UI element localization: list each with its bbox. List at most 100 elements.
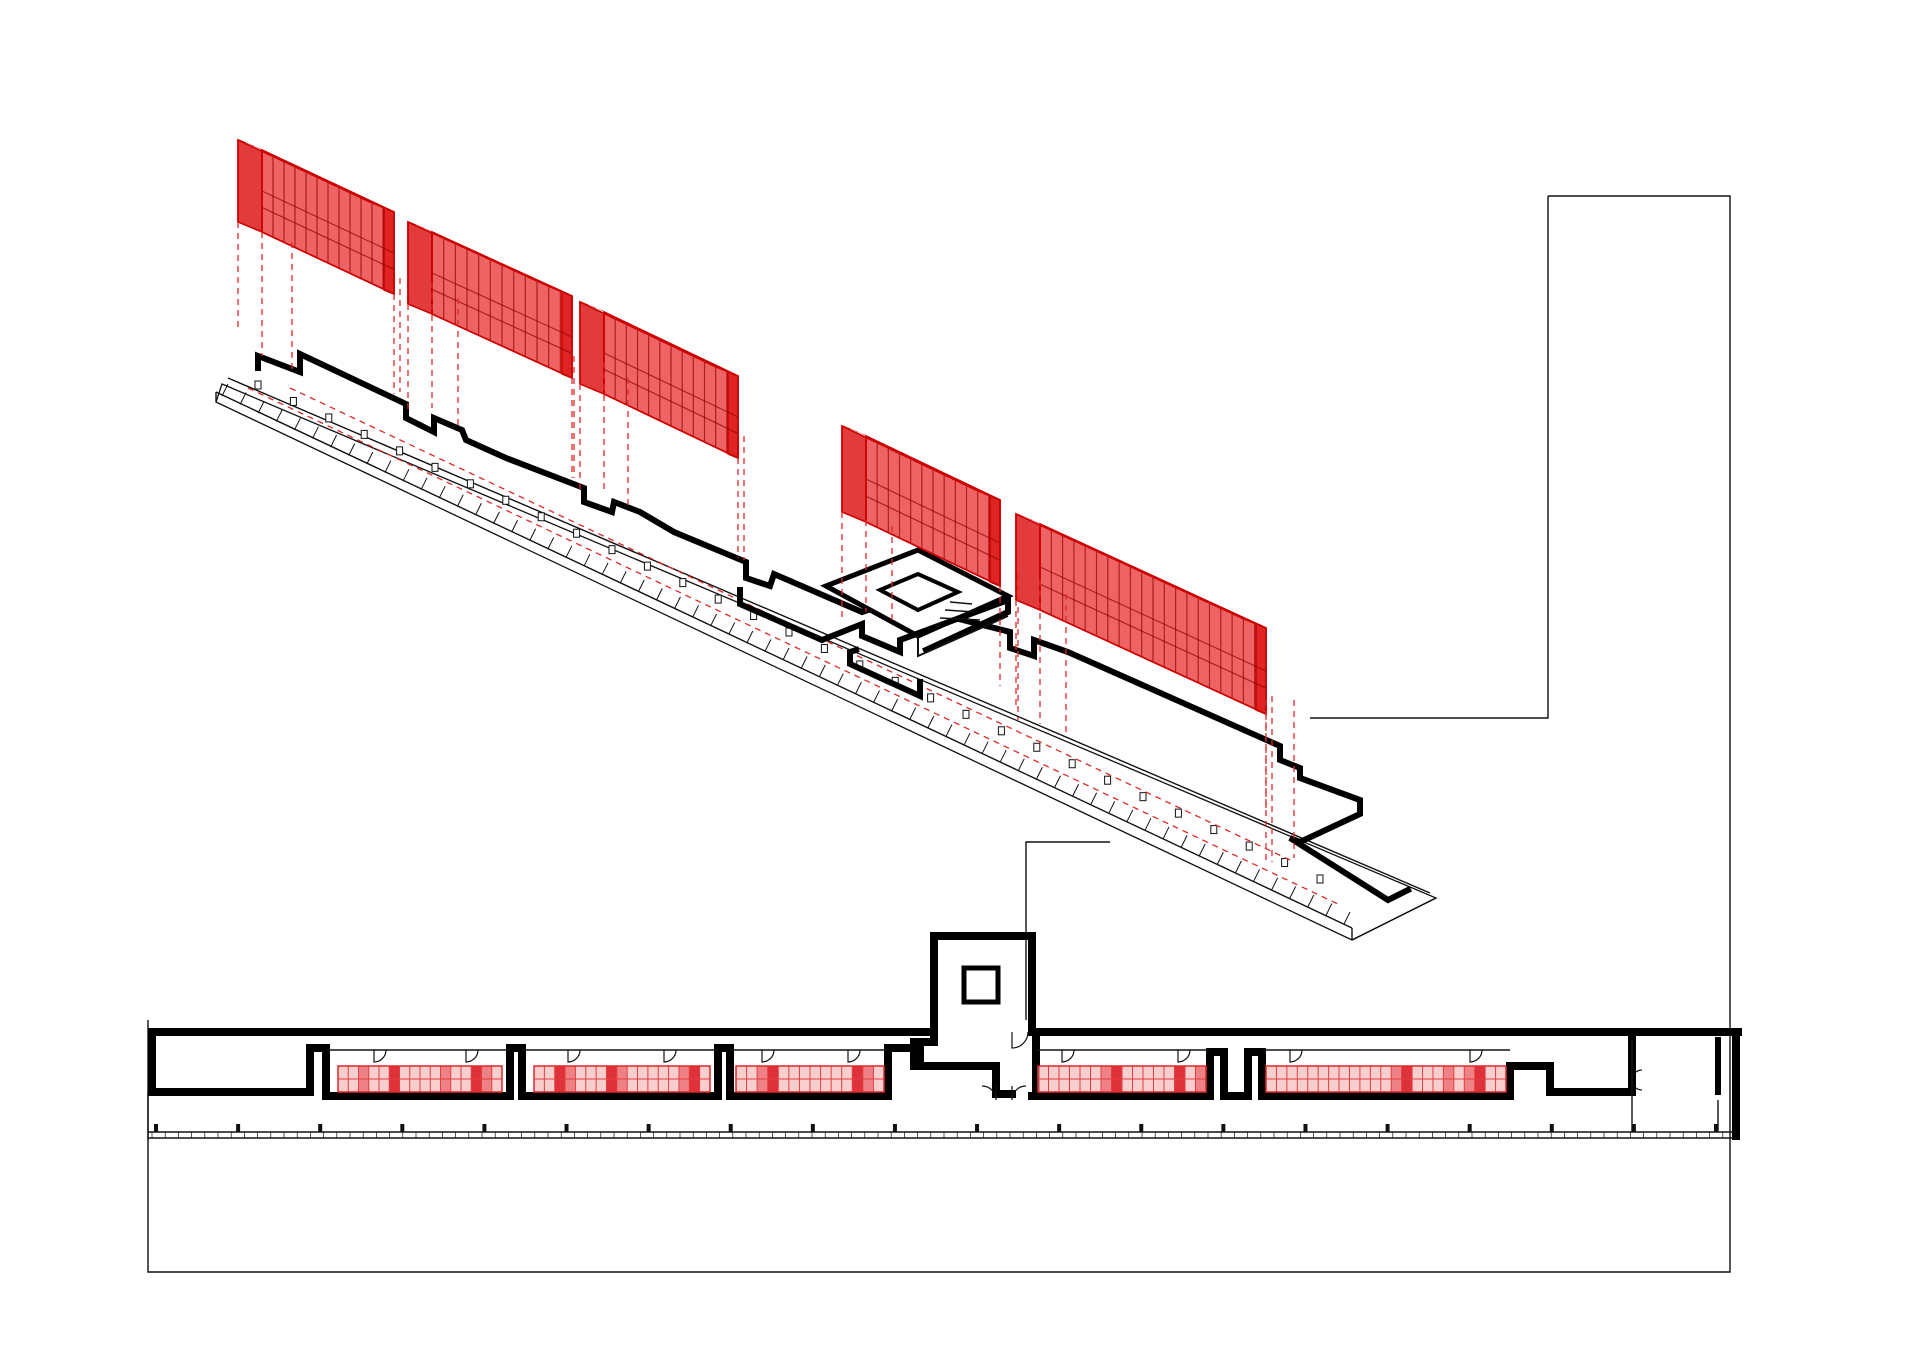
iso-column bbox=[360, 429, 368, 439]
iso-fin bbox=[673, 596, 681, 610]
module-side bbox=[1015, 512, 1041, 612]
iso-module-3 bbox=[579, 300, 739, 558]
iso-fin bbox=[275, 409, 283, 422]
iso-column bbox=[502, 495, 510, 505]
plan-post bbox=[728, 1124, 733, 1132]
plan-door bbox=[847, 1049, 861, 1063]
module-shelf bbox=[1039, 583, 1267, 689]
iso-courtyard bbox=[737, 547, 1014, 701]
iso-fin bbox=[1307, 894, 1315, 908]
plan-module-5 bbox=[1265, 1065, 1507, 1093]
iso-fin bbox=[1271, 877, 1279, 891]
plan-post bbox=[1549, 1124, 1554, 1132]
iso-fin bbox=[782, 647, 790, 661]
plan-post bbox=[646, 1124, 651, 1132]
module-shelf bbox=[261, 190, 395, 254]
module-shelf bbox=[1039, 566, 1267, 672]
iso-fin bbox=[981, 741, 989, 754]
iso-fin bbox=[402, 468, 410, 482]
iso-column bbox=[962, 709, 970, 719]
iso-fin bbox=[746, 630, 754, 644]
module-outline bbox=[579, 300, 739, 460]
iso-fin bbox=[692, 605, 699, 618]
iso-fin bbox=[818, 664, 826, 678]
module-side bbox=[579, 300, 605, 396]
iso-module-4 bbox=[841, 424, 1001, 686]
plan-post bbox=[810, 1124, 815, 1132]
plan-module-2 bbox=[533, 1065, 711, 1093]
iso-column bbox=[679, 578, 687, 588]
plan-door bbox=[373, 1049, 387, 1063]
iso-fin bbox=[474, 503, 482, 516]
plan-left-wing-wall bbox=[148, 1044, 924, 1100]
iso-fin bbox=[655, 588, 663, 601]
iso-fin bbox=[1289, 886, 1297, 899]
iso-fin bbox=[999, 749, 1007, 763]
iso-column bbox=[1245, 841, 1253, 851]
iso-fin bbox=[728, 622, 736, 635]
plan-door bbox=[1177, 1049, 1191, 1063]
iso-fin bbox=[1126, 809, 1134, 823]
iso-fin bbox=[239, 392, 247, 405]
iso-fin bbox=[420, 477, 428, 490]
plan-post bbox=[892, 1124, 897, 1132]
iso-fin bbox=[873, 690, 880, 703]
iso-fin bbox=[330, 434, 338, 448]
plan-post bbox=[1385, 1124, 1390, 1132]
plan-post bbox=[975, 1124, 980, 1132]
plan-door bbox=[1469, 1049, 1483, 1063]
plan-module-3 bbox=[735, 1065, 885, 1093]
module-side bbox=[407, 220, 433, 316]
iso-fin bbox=[348, 443, 356, 456]
iso-fin bbox=[1234, 860, 1242, 874]
iso-fin bbox=[547, 537, 555, 550]
module-shelf bbox=[865, 495, 1001, 561]
module-outline bbox=[1015, 512, 1267, 716]
iso-fin bbox=[511, 520, 518, 533]
plan-module-outline bbox=[1265, 1065, 1507, 1093]
iso-fin bbox=[1108, 801, 1116, 814]
iso-column bbox=[431, 462, 439, 472]
iso-fin bbox=[909, 707, 917, 720]
iso-column bbox=[643, 561, 651, 571]
plan-module-1 bbox=[337, 1065, 503, 1093]
plan-post bbox=[1303, 1124, 1308, 1132]
plan-module-outline bbox=[1037, 1065, 1207, 1093]
iso-fin bbox=[438, 485, 446, 499]
iso-column bbox=[997, 726, 1005, 736]
plan-door bbox=[761, 1049, 775, 1063]
module-outline bbox=[237, 138, 395, 296]
iso-column bbox=[325, 413, 333, 423]
plan-post bbox=[154, 1124, 158, 1132]
iso-column bbox=[1104, 775, 1112, 785]
iso-fin bbox=[366, 451, 374, 465]
plan-door bbox=[663, 1049, 677, 1063]
isometric-view bbox=[215, 138, 1438, 941]
plan-modules bbox=[337, 1065, 1507, 1093]
iso-column bbox=[537, 512, 545, 522]
iso-fin bbox=[1090, 792, 1098, 805]
iso-fin bbox=[927, 715, 935, 729]
iso-fin bbox=[800, 656, 808, 669]
plan-post bbox=[1221, 1124, 1226, 1132]
iso-column bbox=[1139, 792, 1147, 802]
iso-fin bbox=[836, 673, 844, 686]
plan-right-wing-wall bbox=[1028, 1036, 1636, 1100]
module-side bbox=[841, 424, 867, 524]
iso-column bbox=[1281, 858, 1289, 868]
iso-column bbox=[1174, 808, 1182, 818]
iso-column bbox=[396, 446, 404, 456]
plan-facade-posts bbox=[151, 1124, 1737, 1138]
iso-fin bbox=[312, 426, 319, 439]
iso-fin bbox=[619, 571, 627, 584]
iso-fin bbox=[257, 400, 265, 414]
module-shelf bbox=[603, 352, 739, 418]
floor-plan bbox=[147, 932, 1742, 1140]
iso-fin bbox=[1180, 835, 1188, 848]
module-shelf bbox=[261, 206, 395, 270]
module-outline bbox=[841, 424, 1001, 588]
iso-module-5 bbox=[1015, 512, 1267, 814]
iso-fin bbox=[637, 579, 645, 593]
plan-post bbox=[1057, 1124, 1062, 1132]
